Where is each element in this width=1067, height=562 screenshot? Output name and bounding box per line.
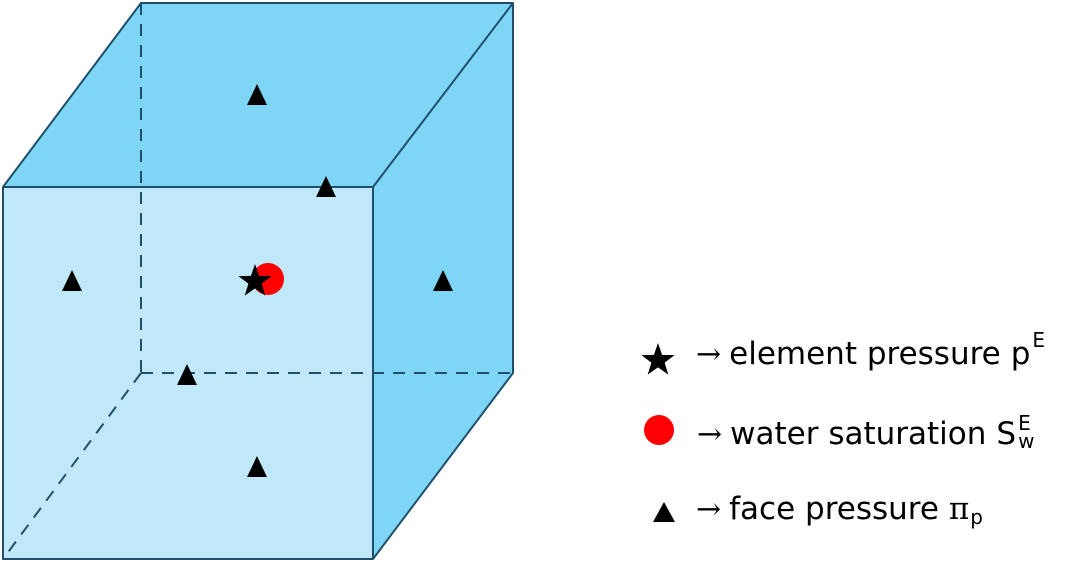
legend-symbol-p: p xyxy=(1010,336,1031,372)
legend-symbol-pi-subscript: p xyxy=(970,505,983,529)
triangle-marker-left xyxy=(62,270,82,291)
legend-circle-icon xyxy=(644,415,674,445)
legend-label-element-pressure: element pressure xyxy=(729,336,1001,372)
hidden-edges xyxy=(2,3,513,560)
legend-symbol-s: S xyxy=(996,416,1017,452)
triangle-marker-right xyxy=(433,270,453,291)
triangle-marker-bottom xyxy=(247,456,267,477)
triangle-marker-front xyxy=(177,364,197,385)
legend-water-saturation: → water saturation S E w xyxy=(685,411,1035,453)
legend-arrow: → xyxy=(697,416,723,452)
visible-edges xyxy=(2,2,514,560)
legend-symbol-s-scripts: E w xyxy=(1018,411,1035,453)
triangle-marker-back xyxy=(316,176,336,197)
legend-symbol-s-subscript: w xyxy=(1018,429,1035,453)
front-to-back-edge xyxy=(372,2,514,188)
legend-symbol-p-superscript: E xyxy=(1032,328,1046,352)
legend-arrow: → xyxy=(696,491,722,527)
legend-star-icon xyxy=(641,343,675,375)
legend-element-pressure: → element pressure p E xyxy=(684,328,1045,372)
legend-label-water-saturation: water saturation xyxy=(730,416,987,452)
legend-symbol-s-superscript: E xyxy=(1018,411,1031,435)
triangle-marker-top xyxy=(247,84,267,105)
legend-label-face-pressure: face pressure xyxy=(729,491,939,527)
legend-face-pressure: → face pressure π p xyxy=(684,491,983,529)
legend-arrow: → xyxy=(696,336,722,372)
legend-triangle-icon xyxy=(653,502,675,522)
face-pressure-markers xyxy=(62,84,453,477)
hidden-edge-diagonal xyxy=(2,372,142,560)
legend-symbol-pi: π xyxy=(948,491,970,527)
element-pressure-marker xyxy=(238,264,272,296)
